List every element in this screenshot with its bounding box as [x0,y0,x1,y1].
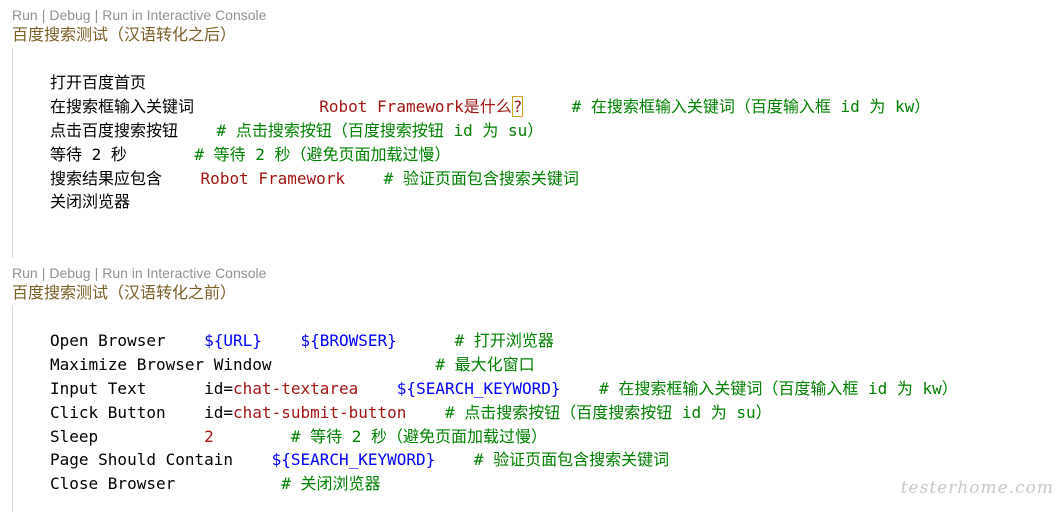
argument-token: 2 [204,427,214,446]
keyword-token [561,379,600,398]
argument-token: chat-submit-button [233,403,407,422]
inline-comment: # 在搜索框输入关键词（百度输入框 id 为 kw） [599,379,958,398]
argument-text: Robot Framework是什么 [319,97,512,116]
whitespace [127,145,194,164]
inline-comment: # 验证页面包含搜索关键词 [383,169,579,188]
code-line[interactable]: 点击百度搜索按钮 # 点击搜索按钮（百度搜索按钮 id 为 su） [50,119,543,142]
interactive-console-codelens[interactable]: Run in Interactive Console [102,265,267,281]
codelens-bar: Run|Debug|Run in Interactive Console [12,6,266,24]
debug-codelens[interactable]: Debug [49,7,91,23]
keyword-token: Maximize Browser Window [50,355,436,374]
variable-token: ${URL} [204,331,262,350]
indent-guide [12,306,13,512]
codelens-separator: | [94,265,99,281]
keyword-name: 点击百度搜索按钮 [50,121,179,140]
whitespace [178,121,217,140]
keyword-token: Sleep [50,427,205,446]
test-case-block-1: Run|Debug|Run in Interactive Console 百度搜… [12,6,930,258]
code-line[interactable]: 打开百度首页 [50,71,146,94]
keyword-token [397,331,455,350]
keyword-token: id= [204,403,234,422]
inline-comment: # 关闭浏览器 [281,474,381,493]
code-line[interactable]: Click Button id=chat-submit-button # 点击搜… [50,401,772,424]
variable-token: ${SEARCH_KEYWORD} [271,450,436,469]
whitespace [194,97,319,116]
argument-text: Robot Framework [200,169,346,188]
keyword-token: Page Should Contain [50,450,272,469]
whitespace [345,169,384,188]
debug-codelens[interactable]: Debug [49,265,91,281]
inline-comment: # 点击搜索按钮（百度搜索按钮 id 为 su） [216,121,544,140]
keyword-token [435,450,474,469]
codelens-bar: Run|Debug|Run in Interactive Console [12,264,266,282]
variable-token: ${SEARCH_KEYWORD} [396,379,561,398]
keyword-token [262,331,301,350]
code-line[interactable]: 等待 2 秒 # 等待 2 秒（避免页面加载过慢） [50,143,451,166]
keyword-token: Input Text [50,379,205,398]
keyword-name: 打开百度首页 [50,73,147,92]
interactive-console-codelens[interactable]: Run in Interactive Console [102,7,267,23]
code-line[interactable]: Input Text id=chat-textarea ${SEARCH_KEY… [50,377,958,400]
code-line[interactable]: Sleep 2 # 等待 2 秒（避免页面加载过慢） [50,425,547,448]
inline-comment: # 点击搜索按钮（百度搜索按钮 id 为 su） [444,403,772,422]
text-cursor-highlight: ? [511,96,524,117]
argument-token: chat-textarea [233,379,359,398]
code-line[interactable]: 关闭浏览器 [50,190,130,213]
code-line[interactable]: Open Browser ${URL} ${BROWSER} # 打开浏览器 [50,329,554,352]
keyword-token [214,427,291,446]
test-case-name: 百度搜索测试（汉语转化之后） [12,25,237,44]
keyword-name: 关闭浏览器 [50,192,131,211]
keyword-token [358,379,397,398]
inline-comment: # 等待 2 秒（避免页面加载过慢） [290,427,547,446]
keyword-token: Close Browser [50,474,282,493]
keyword-token: Open Browser [50,331,205,350]
keyword-name: 等待 2 秒 [50,145,127,164]
codelens-separator: | [41,265,46,281]
codelens-separator: | [41,7,46,23]
whitespace [523,97,571,116]
keyword-token: id= [204,379,234,398]
codelens-separator: | [94,7,99,23]
whitespace [162,169,201,188]
code-line[interactable]: Close Browser # 关闭浏览器 [50,472,380,495]
inline-comment: # 在搜索框输入关键词（百度输入框 id 为 kw） [571,97,931,116]
keyword-name: 在搜索框输入关键词 [50,97,195,116]
inline-comment: # 等待 2 秒（避免页面加载过慢） [194,145,451,164]
watermark: testerhome.com [900,478,1054,498]
test-case-name: 百度搜索测试（汉语转化之前） [12,283,237,302]
keyword-name: 搜索结果应包含 [50,169,163,188]
variable-token: ${BROWSER} [300,331,397,350]
code-line[interactable]: 在搜索框输入关键词 Robot Framework是什么? # 在搜索框输入关键… [50,95,930,118]
code-line[interactable]: Page Should Contain ${SEARCH_KEYWORD} # … [50,448,669,471]
inline-comment: # 打开浏览器 [454,331,554,350]
run-codelens[interactable]: Run [12,265,38,281]
code-line[interactable]: Maximize Browser Window # 最大化窗口 [50,353,535,376]
test-case-block-2: Run|Debug|Run in Interactive Console 百度搜… [0,258,1060,512]
inline-comment: # 最大化窗口 [435,355,535,374]
indent-guide [12,48,13,258]
keyword-token [406,403,445,422]
code-line[interactable]: 搜索结果应包含 Robot Framework # 验证页面包含搜索关键词 [50,167,579,190]
keyword-token: Click Button [50,403,205,422]
inline-comment: # 验证页面包含搜索关键词 [473,450,670,469]
run-codelens[interactable]: Run [12,7,38,23]
